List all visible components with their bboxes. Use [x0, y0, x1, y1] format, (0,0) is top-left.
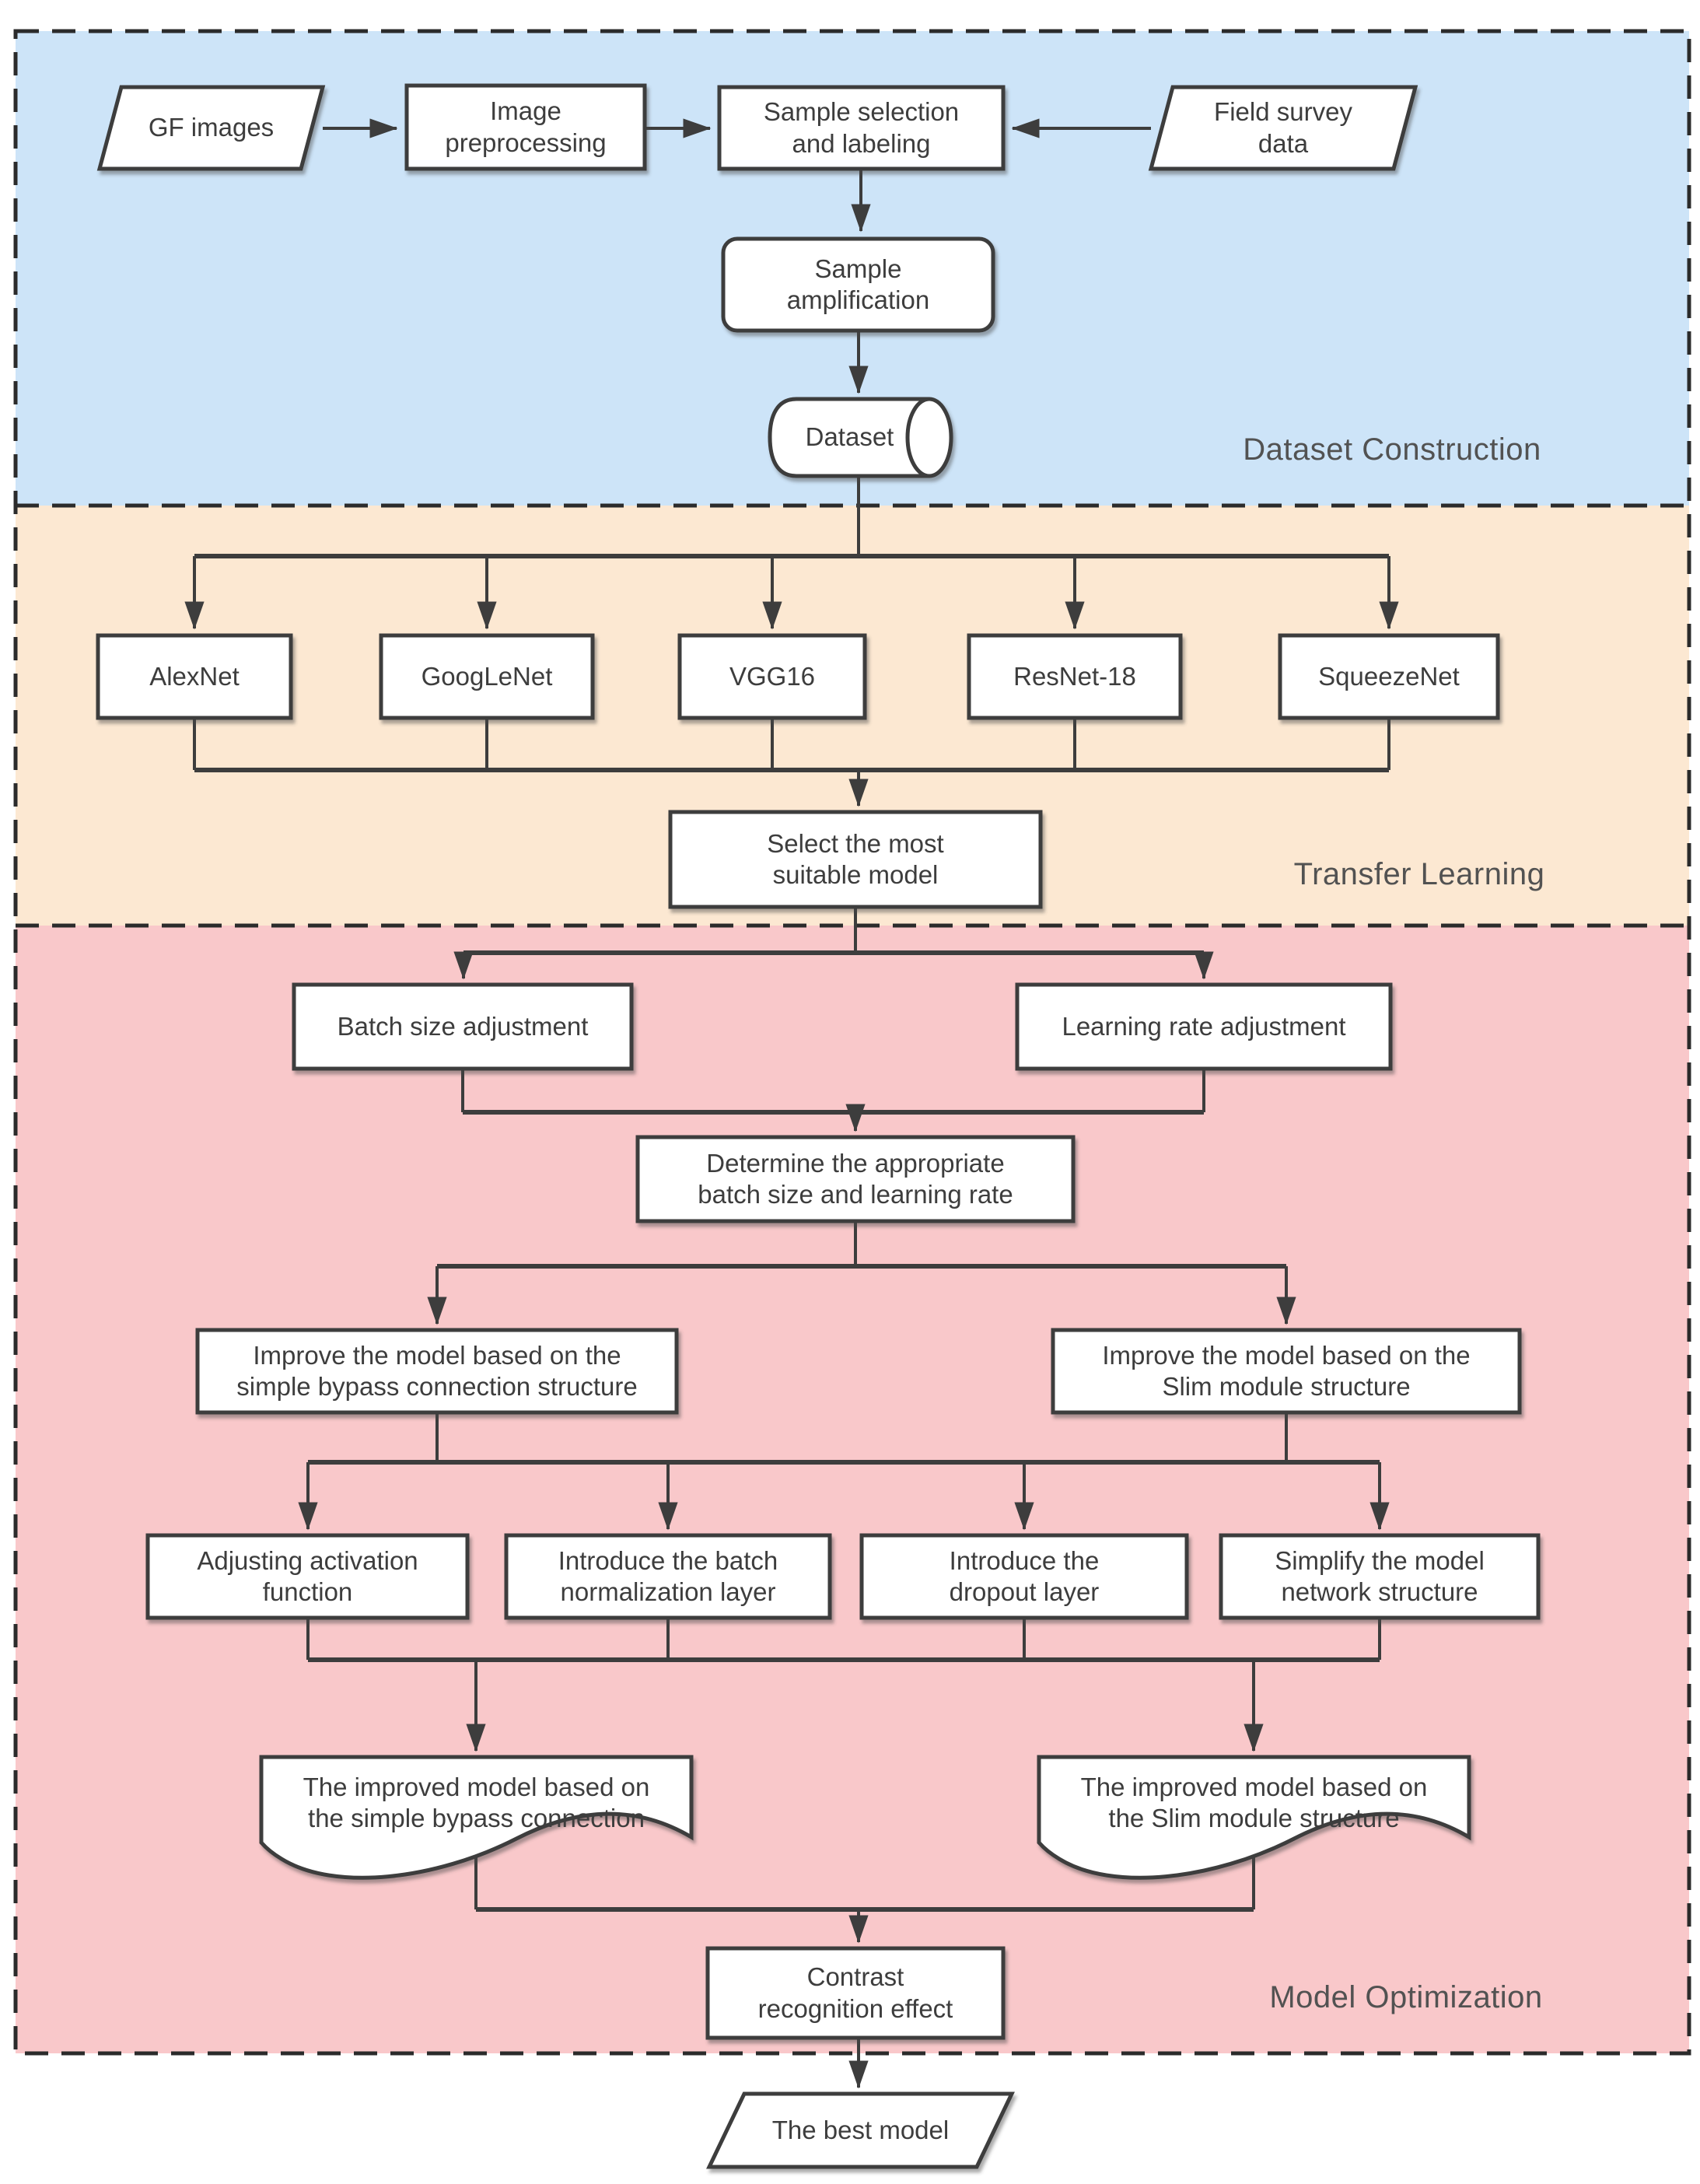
- sample-amplification-shape: [721, 236, 995, 333]
- doc-bypass-shape: [259, 1755, 694, 1880]
- alexnet-shape: [96, 633, 293, 720]
- connector-arrows: [184, 118, 1399, 2089]
- improve-bypass-shape: [195, 1328, 679, 1415]
- select-model-shape: [668, 810, 1043, 909]
- field-survey-shape: [1148, 85, 1418, 171]
- section-backgrounds: [16, 31, 1689, 2053]
- gf-images-shape: [96, 85, 326, 171]
- connector-lines: [193, 476, 1390, 1912]
- contrast-shape: [705, 1946, 1006, 2040]
- best-model-shape: [706, 2091, 1015, 2169]
- resnet18-shape: [967, 633, 1183, 720]
- section-model-optimization-bg: [16, 926, 1689, 2053]
- learning-rate-shape: [1015, 982, 1393, 1071]
- introduce-dropout-shape: [859, 1533, 1189, 1620]
- adjust-activation-shape: [145, 1533, 470, 1620]
- connector-horizontals: [194, 554, 1389, 1912]
- sample-selection-shape: [717, 85, 1006, 171]
- determine-shape: [635, 1135, 1076, 1223]
- squeezenet-shape: [1278, 633, 1500, 720]
- doc-slim-shape: [1037, 1755, 1471, 1880]
- connector-verticals: [193, 476, 1390, 1909]
- dashed-outer-border: [13, 29, 1691, 2056]
- improve-slim-shape: [1051, 1328, 1522, 1415]
- image-preprocessing-shape: [404, 83, 647, 171]
- dashed-section-borders: [13, 29, 1691, 2056]
- dataset-cylinder-shape: [768, 397, 929, 478]
- simplify-network-shape: [1219, 1533, 1541, 1620]
- dataset-cylinder-end-shape: [905, 397, 953, 478]
- googlenet-shape: [379, 633, 595, 720]
- vgg16-shape: [677, 633, 867, 720]
- batch-size-shape: [292, 982, 634, 1071]
- introduce-bn-shape: [504, 1533, 832, 1620]
- node-shapes: [96, 83, 1541, 2169]
